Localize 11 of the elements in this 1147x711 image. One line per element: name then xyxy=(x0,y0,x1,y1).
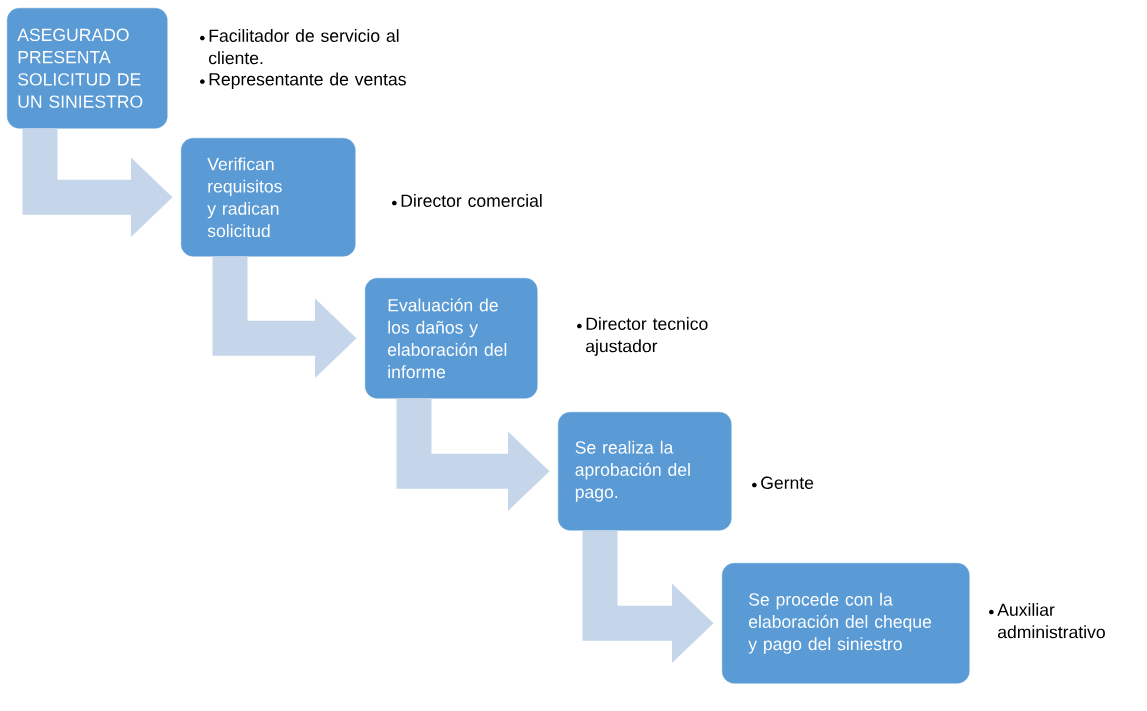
note-text: Facilitador de servicio al cliente. xyxy=(209,29,399,65)
process-box: Se realiza la aprobación del pago. xyxy=(558,412,732,531)
note-text: Director comercial xyxy=(401,194,542,207)
note-text: Gernte xyxy=(761,476,814,489)
process-box: Evaluación de los daños y elaboración del informe xyxy=(365,278,538,399)
note-text: Representante de ventas xyxy=(209,72,406,89)
process-box: Se procede con la elaboración del cheque y pago del siniestro xyxy=(722,563,970,684)
note-text: Director tecnico ajustador xyxy=(586,317,708,356)
process-box: ASEGURADO PRESENTA SOLICITUD DE UN SINIESTRO xyxy=(7,8,168,129)
process-box: Verifican requisitos y radican solicitud xyxy=(181,138,356,257)
note-text: Auxiliar administrativo xyxy=(997,603,1105,639)
